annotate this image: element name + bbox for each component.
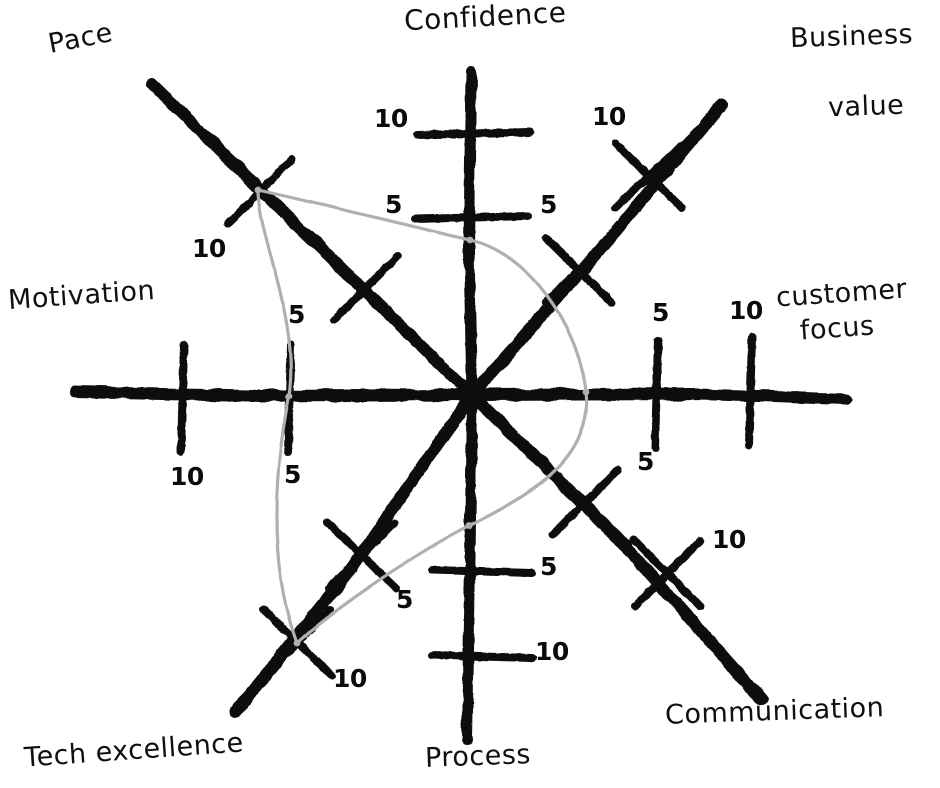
tick-label-business-value-5: 5: [540, 190, 557, 219]
tick-business-value-10-b: [612, 140, 686, 212]
axis-line-horizontal: [70, 386, 852, 405]
tick-pace-5-b: [330, 252, 402, 324]
data-point-motivation: [285, 392, 293, 400]
data-point-tech-excellence: [293, 639, 301, 647]
axis-label-business-value-line1: Business: [789, 18, 914, 55]
data-point-confidence: [466, 236, 474, 244]
data-polygon-path: [256, 188, 589, 645]
axis-lines: [70, 66, 852, 746]
tick-label-communication-10: 10: [712, 525, 746, 554]
tick-label-business-value-10: 10: [592, 102, 626, 131]
tick-communication-10-b: [631, 537, 704, 610]
tick-confidence-5: [411, 212, 532, 223]
tick-process-5: [428, 566, 536, 577]
axis-label-customer-focus-line2: focus: [799, 310, 876, 347]
tick-customer-focus-5: [651, 336, 662, 452]
tick-process-10: [428, 651, 536, 662]
tick-tech-excellence-5-b: [325, 519, 398, 592]
tick-motivation-10: [177, 341, 188, 456]
tick-label-confidence-10: 10: [374, 104, 408, 133]
tick-label-process-10: 10: [535, 637, 569, 666]
tick-confidence-10: [413, 128, 534, 139]
tick-label-pace-5: 5: [288, 300, 305, 329]
tick-customer-focus-10: [745, 333, 756, 449]
data-polygon: [254, 186, 590, 647]
axis-label-business-value-line2: value: [827, 89, 905, 124]
tick-label-pace-10: 10: [192, 234, 226, 263]
data-point-process: [465, 522, 473, 530]
tick-label-confidence-5: 5: [385, 190, 402, 219]
tick-label-tech-excellence-5: 5: [396, 585, 413, 614]
data-point-pace: [254, 186, 262, 194]
tick-label-communication-5: 5: [637, 447, 654, 476]
tick-label-motivation-10: 10: [170, 462, 204, 491]
tick-communication-5-b: [548, 466, 622, 539]
data-point-customer-focus: [582, 388, 590, 396]
axis-line-tech-business: [230, 98, 728, 718]
tick-label-customer-focus-5: 5: [652, 298, 669, 327]
tick-business-value-5-b: [542, 234, 616, 307]
tick-label-customer-focus-10: 10: [729, 296, 763, 325]
tick-label-tech-excellence-10: 10: [333, 664, 367, 693]
axis-label-process: Process: [424, 739, 532, 774]
tick-label-process-5: 5: [540, 552, 557, 581]
tick-label-motivation-5: 5: [284, 460, 301, 489]
